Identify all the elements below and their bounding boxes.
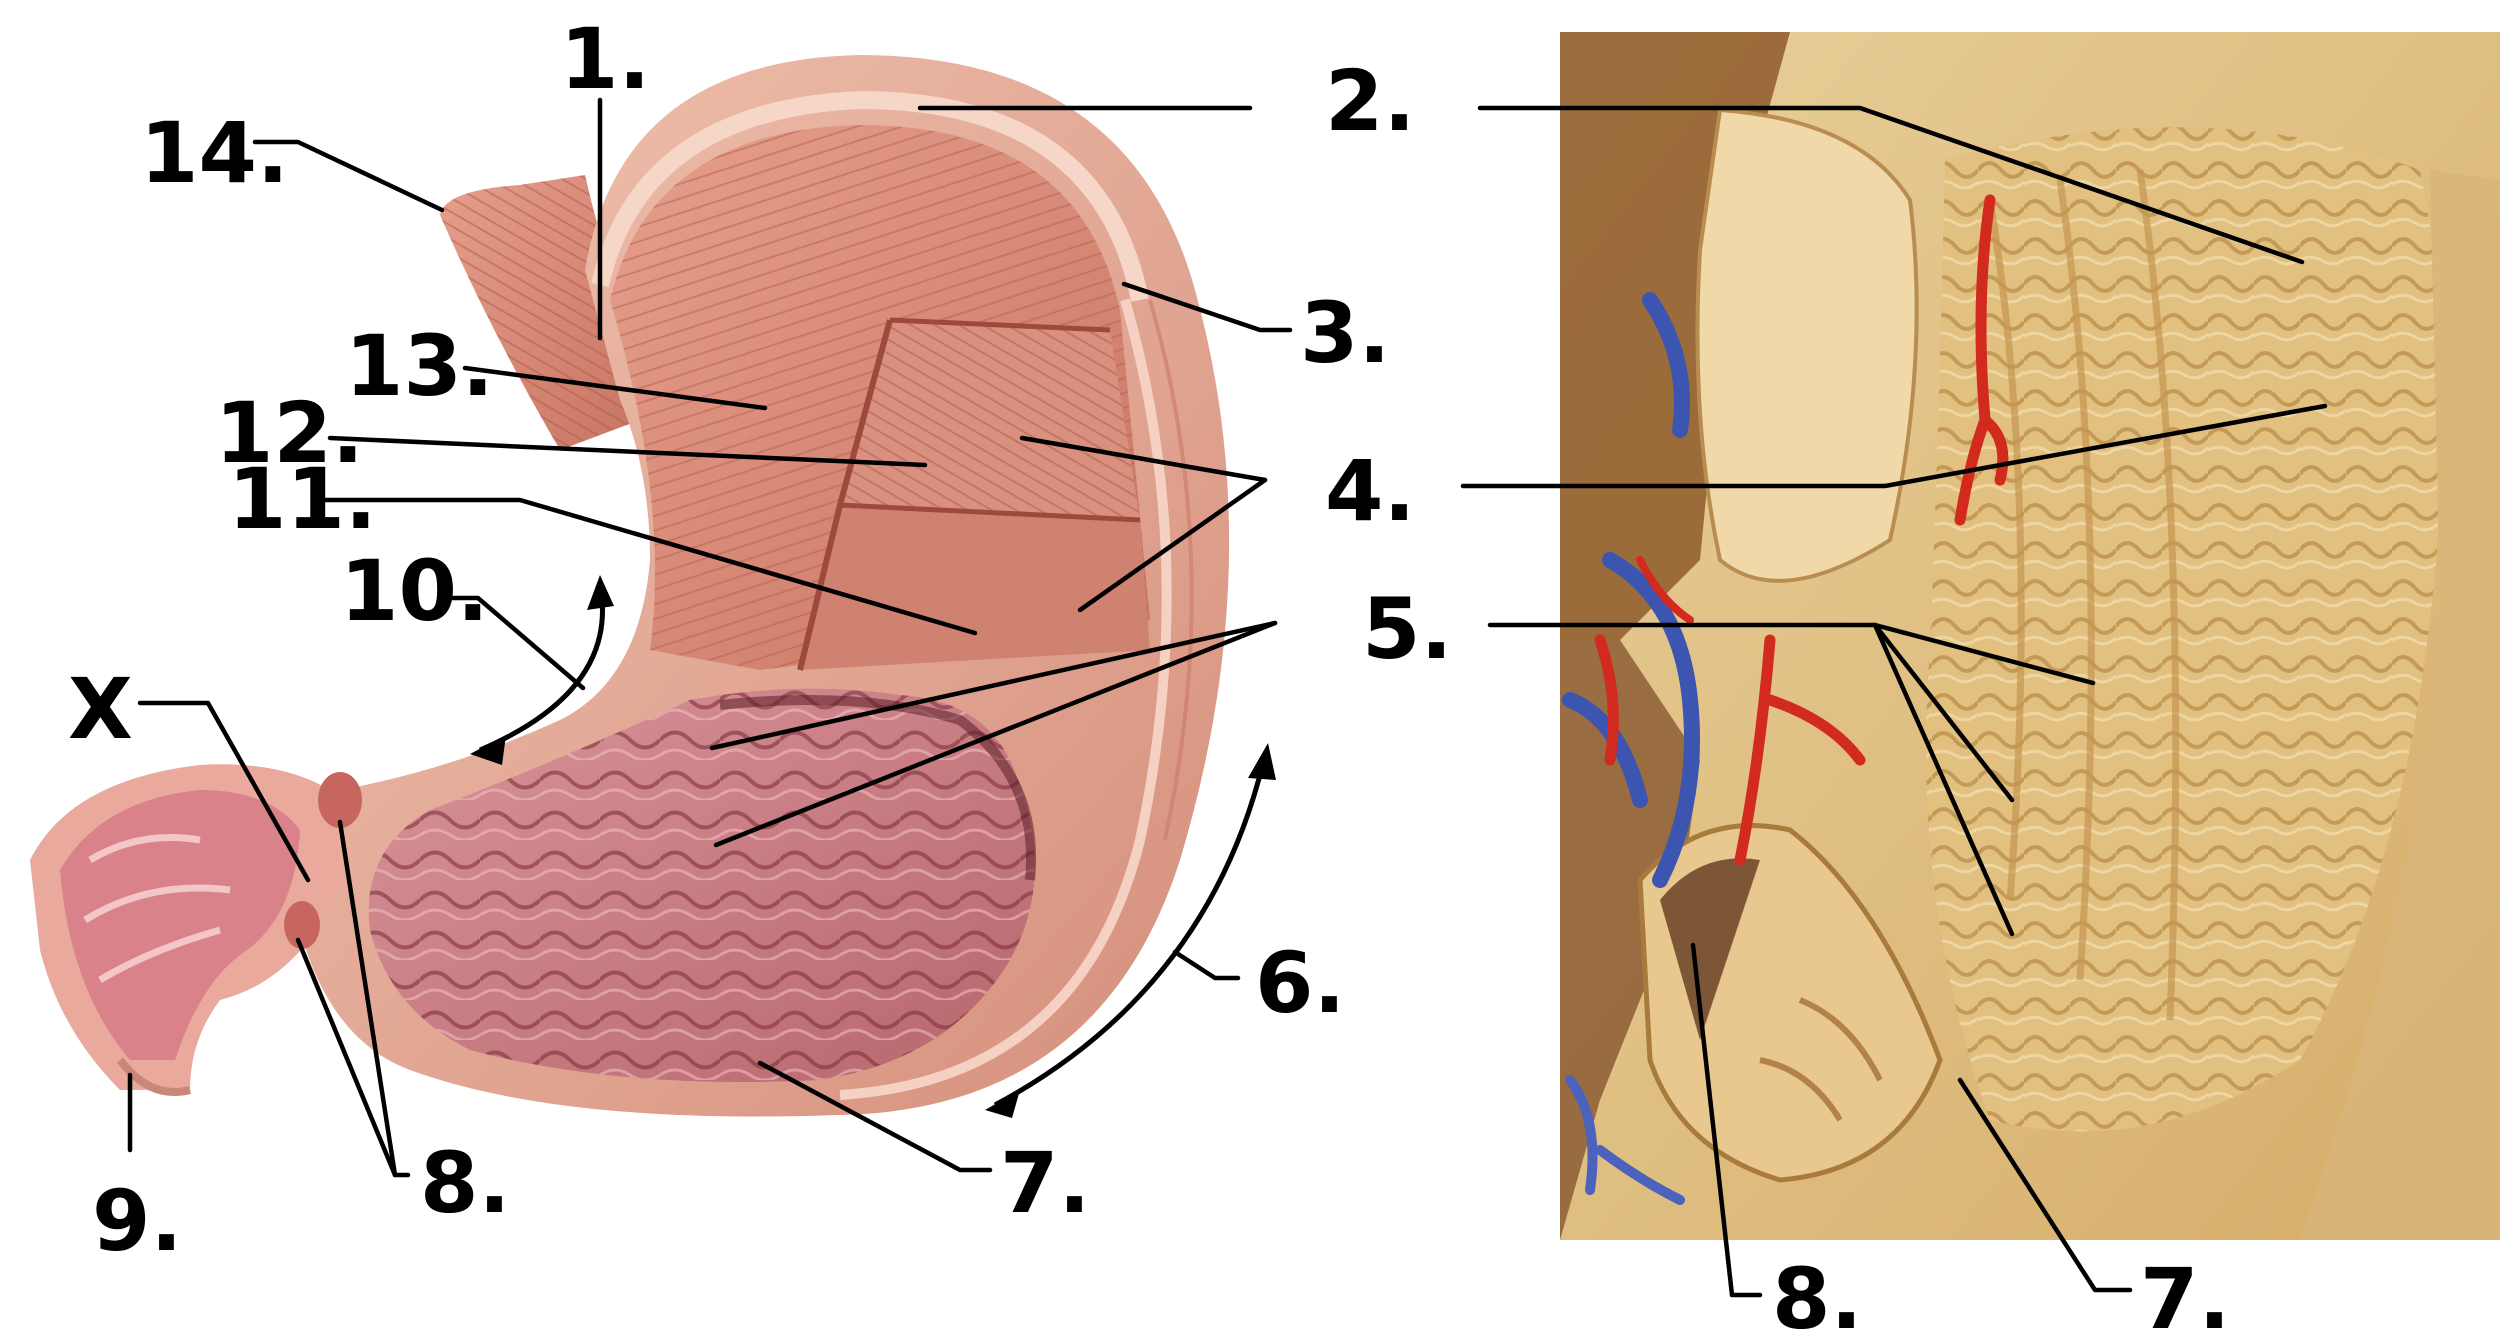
label-5: 5. — [1362, 580, 1452, 678]
photo-liver-lobe — [1698, 110, 1917, 581]
label-4: 4. — [1325, 442, 1415, 540]
oblique-muscle-layer — [800, 505, 1150, 670]
label-12: 12. — [215, 384, 364, 482]
cadaver-stomach-photo — [1560, 32, 2500, 1240]
pyloric-sphincter-lower — [284, 901, 320, 949]
label-x: X — [68, 660, 133, 758]
label-7: 7. — [1000, 1134, 1090, 1232]
label-9: 9. — [92, 1172, 182, 1270]
label-13: 13. — [345, 317, 494, 415]
pyloric-sphincter-upper — [318, 772, 362, 828]
label-6: 6. — [1255, 934, 1345, 1032]
label-8-photo: 8. — [1772, 1250, 1862, 1343]
label-8: 8. — [420, 1134, 510, 1232]
label-3: 3. — [1300, 284, 1390, 382]
label-14: 14. — [140, 104, 289, 202]
stomach-illustration — [30, 55, 1276, 1118]
label-1: 1. — [560, 10, 650, 108]
label-10: 10. — [340, 542, 489, 640]
label-2: 2. — [1325, 52, 1415, 150]
label-7-photo: 7. — [2140, 1250, 2230, 1343]
